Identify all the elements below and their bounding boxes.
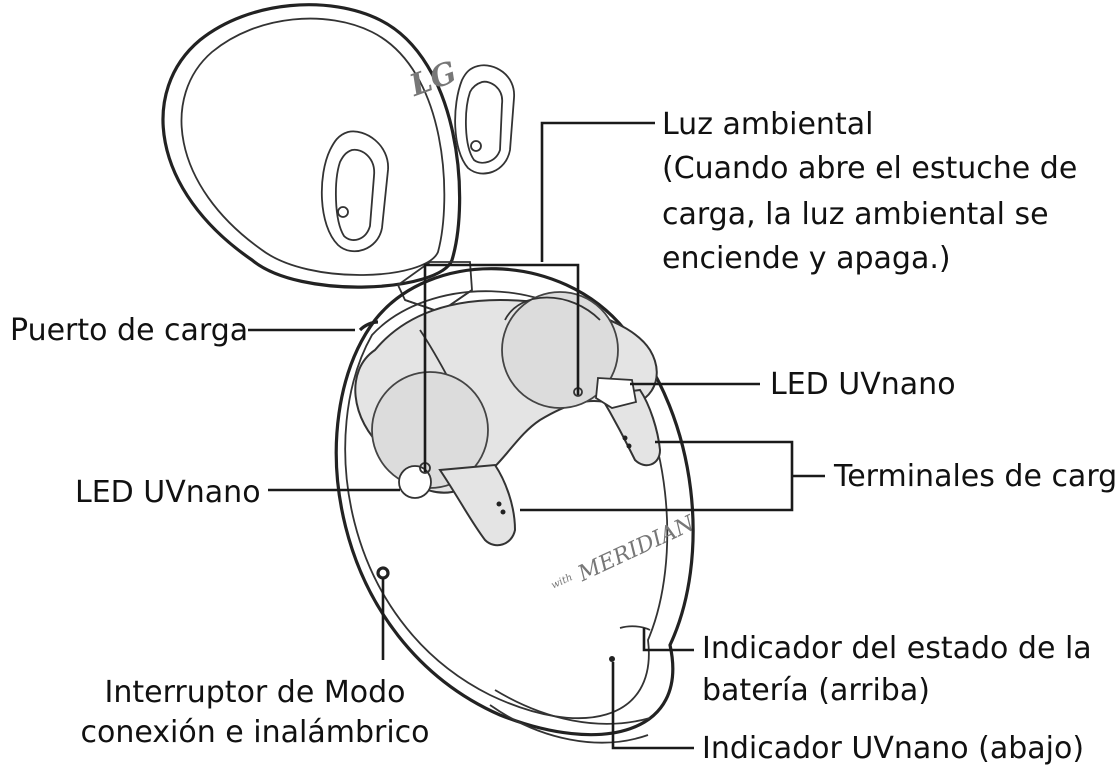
lg-logo: LG bbox=[404, 55, 461, 104]
tray-brand: MERIDIAN bbox=[573, 511, 699, 587]
case-body: with MERIDIAN bbox=[336, 269, 699, 743]
label-led-uvnano-right: LED UVnano bbox=[770, 366, 956, 404]
mode-switch bbox=[378, 568, 388, 578]
case-lid: LG bbox=[163, 5, 514, 287]
label-interruptor: Interruptor de Modo conexión e inalámbri… bbox=[70, 674, 440, 752]
line-luz-ambiental bbox=[542, 123, 655, 262]
label-indicador-bateria: Indicador del estado de la batería (arri… bbox=[702, 630, 1092, 710]
label-indicador-uvnano: Indicador UVnano (abajo) bbox=[702, 730, 1084, 768]
label-terminales-carga: Terminales de carga bbox=[834, 458, 1115, 496]
stem-slot-left bbox=[440, 465, 515, 545]
label-luz-ambiental-line2: (Cuando abre el estuche de bbox=[662, 150, 1077, 188]
label-led-uvnano-left: LED UVnano bbox=[75, 474, 261, 512]
label-luz-ambiental-line1: Luz ambiental bbox=[662, 106, 1077, 144]
label-luz-ambiental-line3: carga, la luz ambiental se bbox=[662, 196, 1077, 234]
label-indicador-bateria-line1: Indicador del estado de la bbox=[702, 630, 1092, 668]
label-luz-ambiental-line4: enciende y apaga.) bbox=[662, 240, 1077, 278]
label-luz-ambiental: Luz ambiental (Cuando abre el estuche de… bbox=[662, 106, 1077, 278]
tray-brand-small: with bbox=[550, 572, 575, 591]
label-interruptor-line2: conexión e inalámbrico bbox=[70, 714, 440, 752]
label-interruptor-line1: Interruptor de Modo bbox=[70, 674, 440, 712]
label-puerto-carga: Puerto de carga bbox=[10, 312, 248, 350]
label-indicador-bateria-line2: batería (arriba) bbox=[702, 672, 1092, 710]
